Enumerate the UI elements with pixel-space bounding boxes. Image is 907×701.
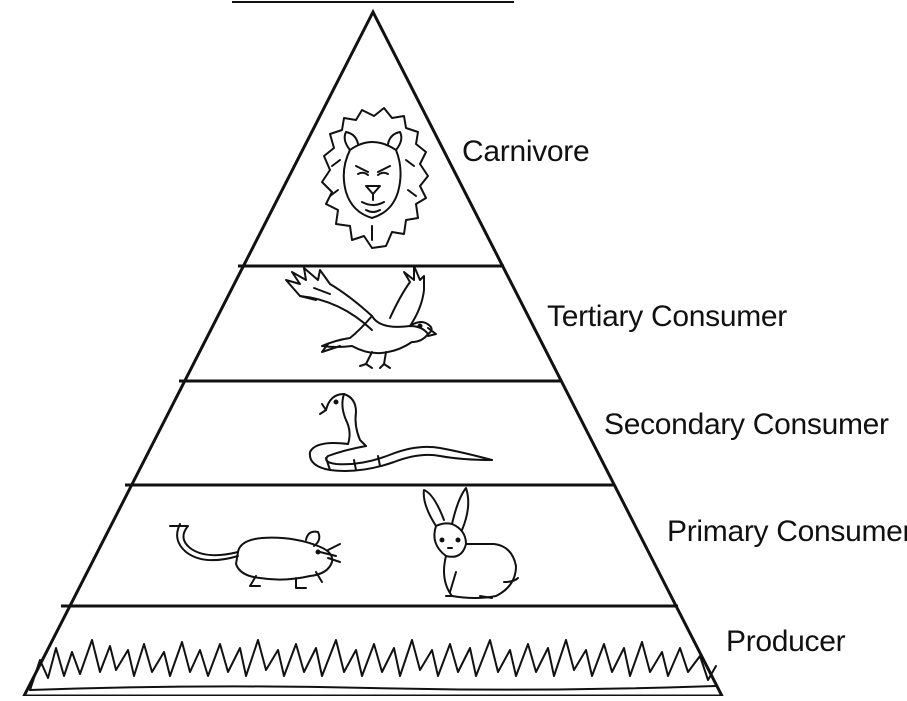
cobra-icon bbox=[310, 394, 492, 471]
level-label-producer: Producer bbox=[726, 625, 845, 659]
level-label-primary-consumer: Primary Consumer bbox=[667, 515, 907, 549]
grass-icon bbox=[30, 640, 716, 690]
level-label-carnivore: Carnivore bbox=[462, 135, 589, 169]
rabbit-icon bbox=[424, 488, 518, 598]
lion-icon bbox=[322, 108, 428, 248]
eagle-icon bbox=[286, 266, 436, 368]
level-label-secondary-consumer: Secondary Consumer bbox=[604, 408, 889, 442]
mouse-icon bbox=[170, 524, 340, 588]
level-label-tertiary-consumer: Tertiary Consumer bbox=[547, 300, 787, 334]
